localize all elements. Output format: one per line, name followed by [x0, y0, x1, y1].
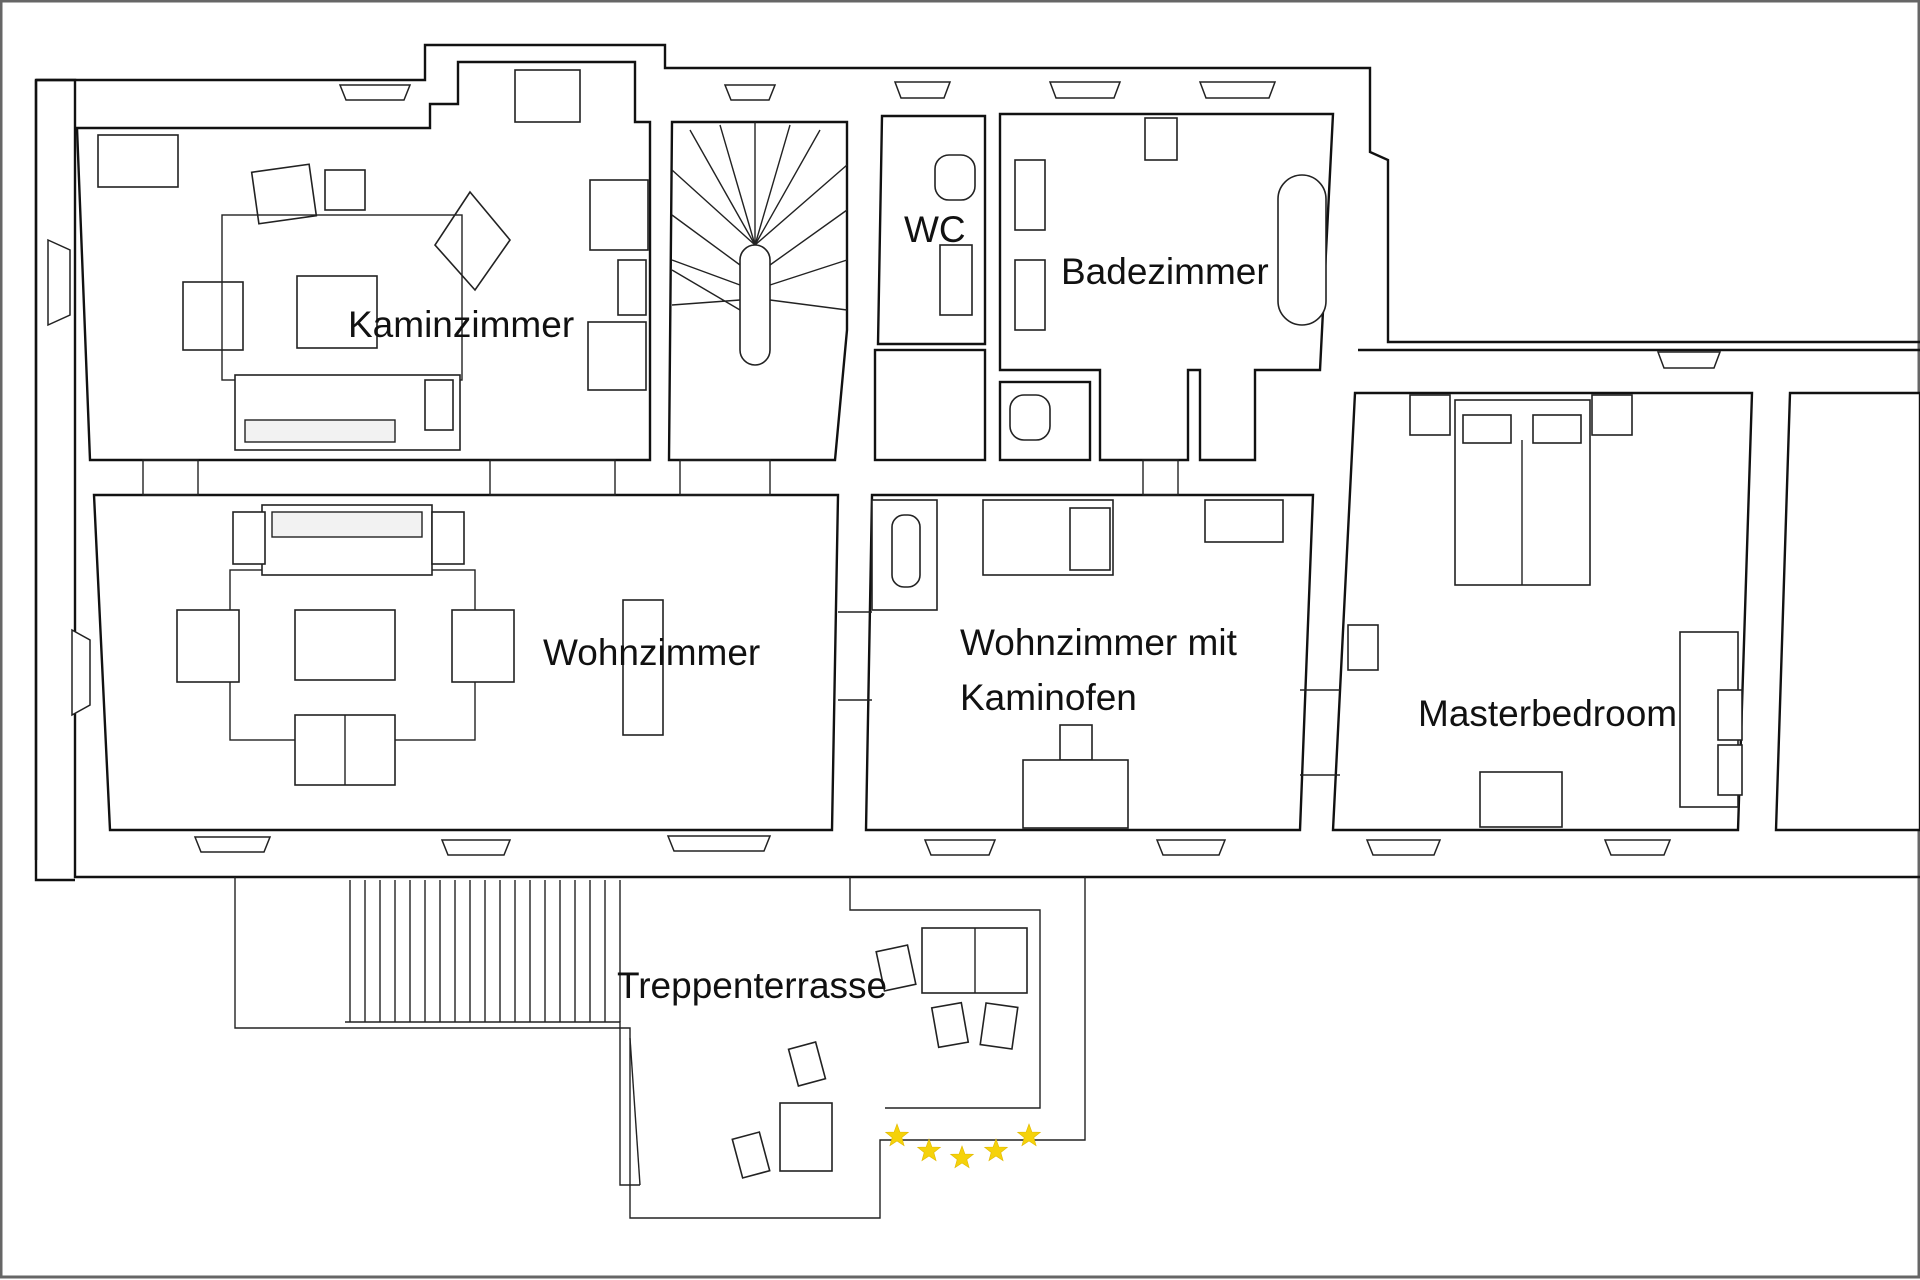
label-wohnzimmer-kaminofen-line2: Kaminofen: [960, 677, 1137, 718]
label-wohnzimmer-kaminofen-line1: Wohnzimmer mit: [960, 622, 1238, 663]
terrace-furniture: [731, 927, 1028, 1179]
wohnzimmer-furniture: [176, 504, 664, 786]
star-icon: [916, 1138, 942, 1162]
kaminzimmer-furniture: [97, 69, 649, 451]
star-icon: [884, 1123, 910, 1147]
windows-left: [47, 238, 91, 717]
passages: [142, 459, 1340, 776]
room-masterbedroom-walls: [1331, 391, 1754, 832]
windows-top: [338, 81, 1722, 369]
outer-walls: [34, 43, 1920, 882]
terrace-steps: [349, 880, 621, 1022]
bathroom-fixtures: [934, 117, 1327, 441]
windows-bottom: [193, 835, 1672, 856]
label-badezimmer: Badezimmer: [1061, 251, 1269, 292]
room-kaminzimmer-walls: [75, 60, 652, 462]
masterbedroom-furniture: [1347, 394, 1743, 828]
wohnzimmer-kaminofen-furniture: [871, 499, 1284, 829]
label-kaminzimmer: Kaminzimmer: [348, 304, 574, 345]
label-masterbedroom: Masterbedroom: [1418, 693, 1677, 734]
label-wc: WC: [904, 209, 966, 250]
star-icon: [949, 1145, 975, 1169]
room-east-walls: [1774, 391, 1920, 832]
star-icon: [983, 1138, 1009, 1162]
label-wohnzimmer: Wohnzimmer: [543, 632, 760, 673]
terrace-outline: [234, 877, 1086, 1219]
label-treppenterrasse: Treppenterrasse: [617, 965, 887, 1006]
spiral-staircase: [671, 122, 848, 366]
star-rating: [884, 1123, 1042, 1169]
star-icon: [1016, 1123, 1042, 1147]
